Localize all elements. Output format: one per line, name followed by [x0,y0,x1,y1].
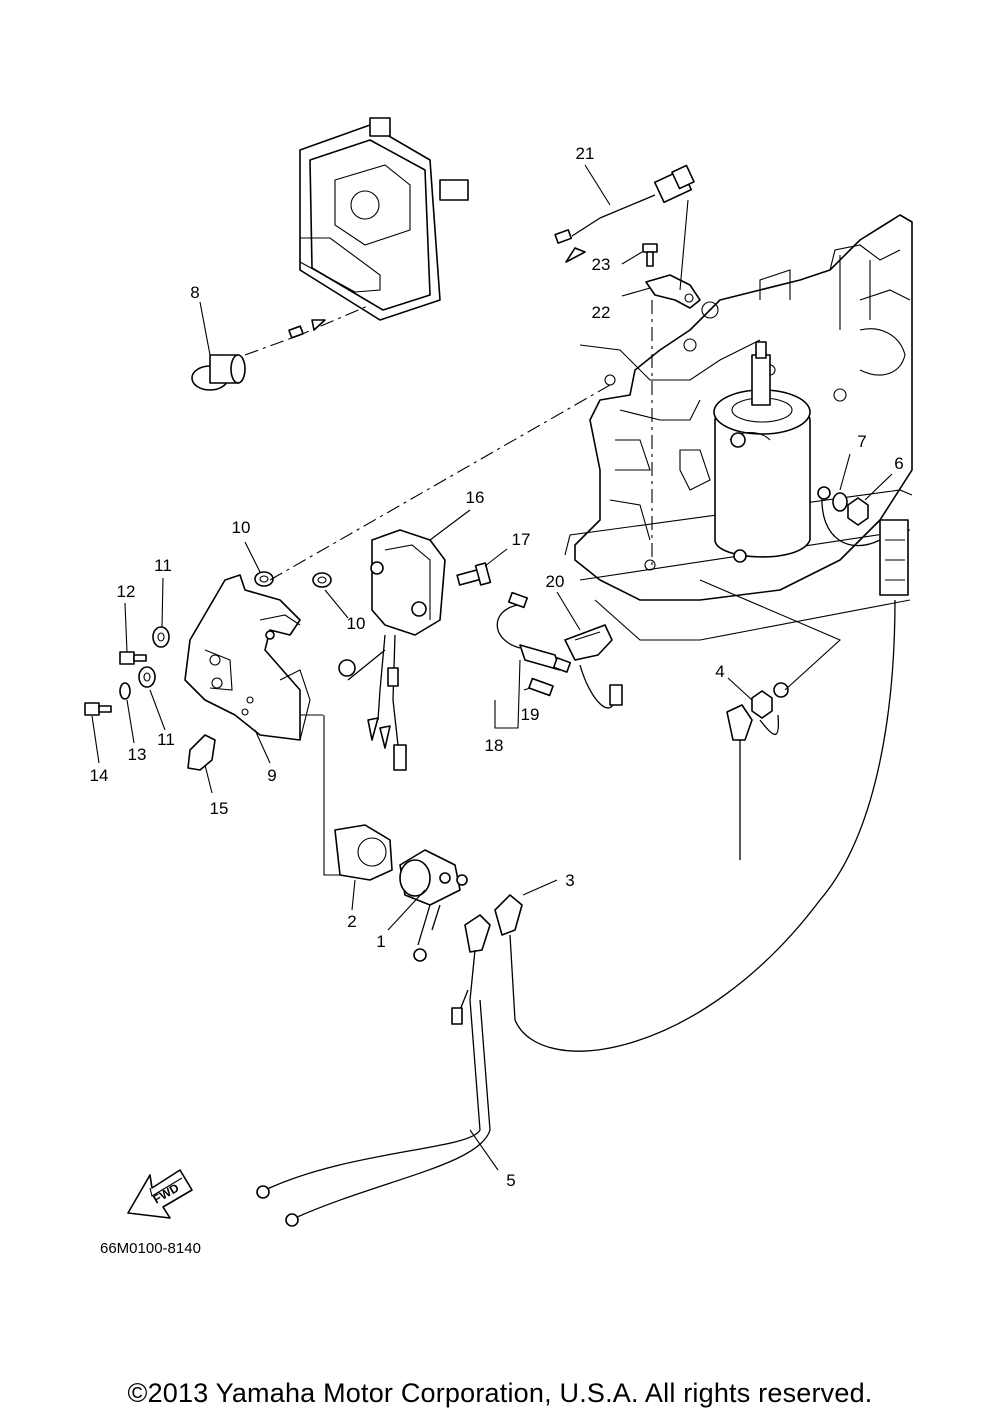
callout-11-upper: 11 [154,556,172,575]
callout-3: 3 [565,871,574,890]
part-23-bolt [642,243,658,267]
part-8-switch [191,304,371,391]
part-19-cap [528,677,554,697]
part-2-holder [323,715,393,881]
part-1-relay [399,849,468,962]
callout-9: 9 [267,766,276,785]
part-7-washer [832,492,848,512]
part-10-grommet-lower [312,572,332,588]
callout-5: 5 [506,1171,515,1190]
part-14-bolt [84,702,112,716]
part-11-collar-upper [152,626,170,648]
callout-16: 16 [466,488,485,507]
part-10-grommet-upper [254,571,274,587]
part-17-screw [456,562,492,586]
part-3-cable [494,599,896,1052]
callout-2: 2 [347,912,356,931]
starter-motor [713,341,811,563]
fwd-direction-arrow: FWD [127,1169,193,1219]
part-15-clip [187,734,216,771]
callout-6: 6 [894,454,903,473]
callout-7: 7 [857,432,866,451]
part-13-washer [119,682,131,700]
callout-19: 19 [521,705,540,724]
callout-labels: 1 2 3 4 5 6 7 8 9 10 10 11 11 12 13 14 1… [90,144,904,1190]
part-5-cable [256,914,491,1227]
callout-4: 4 [715,662,724,681]
part-20-holder [564,624,623,709]
part-11-collar-lower [138,666,156,688]
cable-boot-center [726,704,780,860]
callout-17: 17 [512,530,531,549]
callout-13: 13 [128,745,147,764]
callout-1: 1 [376,932,385,951]
part-6-nut [847,497,869,526]
callout-14: 14 [90,766,109,785]
callout-20: 20 [546,572,565,591]
callout-11-lower: 11 [157,730,175,749]
part-4-nut [699,579,842,719]
part-12-bolt [119,651,147,665]
callout-18: 18 [485,736,504,755]
callout-10-lower: 10 [347,614,366,633]
callout-10-upper: 10 [232,518,251,537]
copyright-notice: ©2013 Yamaha Motor Corporation, U.S.A. A… [127,1378,873,1408]
callout-15: 15 [210,799,229,818]
callout-8: 8 [190,283,199,302]
part-18-sensor [496,591,572,673]
callout-23: 23 [592,255,611,274]
part-22-bracket [645,199,701,570]
part-16-rectifier [338,529,446,771]
drawing-code: 66M0100-8140 [100,1240,201,1257]
callout-22: 22 [592,303,611,322]
part-8-cover [299,117,469,321]
part-21-sensor [554,164,695,263]
part-9-bracket [184,574,311,741]
cable-boot-right [817,486,909,596]
callout-12: 12 [117,582,136,601]
callout-21: 21 [576,144,595,163]
leader-lines [91,164,893,1171]
